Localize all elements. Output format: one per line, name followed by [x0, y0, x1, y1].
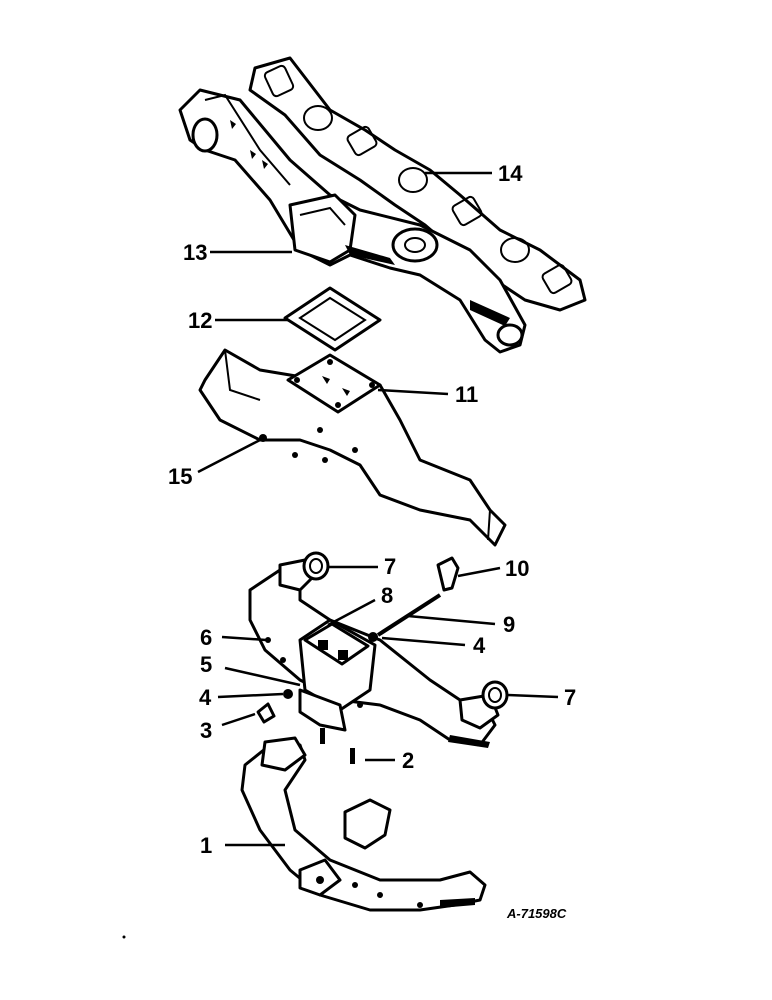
stray-dot	[122, 935, 126, 939]
callout-8: 8	[381, 583, 393, 608]
callout-10: 10	[505, 556, 529, 581]
callout-5: 5	[200, 652, 212, 677]
manifold-gasket-drawing	[248, 56, 587, 312]
callouts: 1 2 3 4 4 5 6 7 7 8 9 10 11 12 13 14 15	[168, 161, 576, 858]
callout-2: 2	[402, 748, 414, 773]
ring-gasket-drawings	[302, 551, 509, 710]
callout-4a: 4	[199, 685, 212, 710]
callout-9: 9	[503, 612, 515, 637]
callout-1: 1	[200, 833, 212, 858]
callout-12: 12	[188, 308, 212, 333]
callout-7a: 7	[384, 554, 396, 579]
fastener-drawings	[256, 632, 378, 764]
callout-6: 6	[200, 625, 212, 650]
leader-lines	[197, 171, 559, 847]
callout-15: 15	[168, 464, 192, 489]
exhaust-manifold-drawing	[178, 88, 527, 354]
callout-4b: 4	[473, 633, 486, 658]
lower-manifold-drawing	[240, 736, 487, 912]
reference-code: A-71598C	[506, 906, 567, 921]
callout-13: 13	[183, 240, 207, 265]
cover-plate-drawing	[286, 353, 382, 414]
callout-11: 11	[455, 382, 478, 407]
callout-3: 3	[200, 718, 212, 743]
plate-gasket-drawing	[283, 286, 382, 352]
valve-body-drawing	[298, 618, 377, 732]
callout-14: 14	[498, 161, 523, 186]
callout-7b: 7	[564, 685, 576, 710]
